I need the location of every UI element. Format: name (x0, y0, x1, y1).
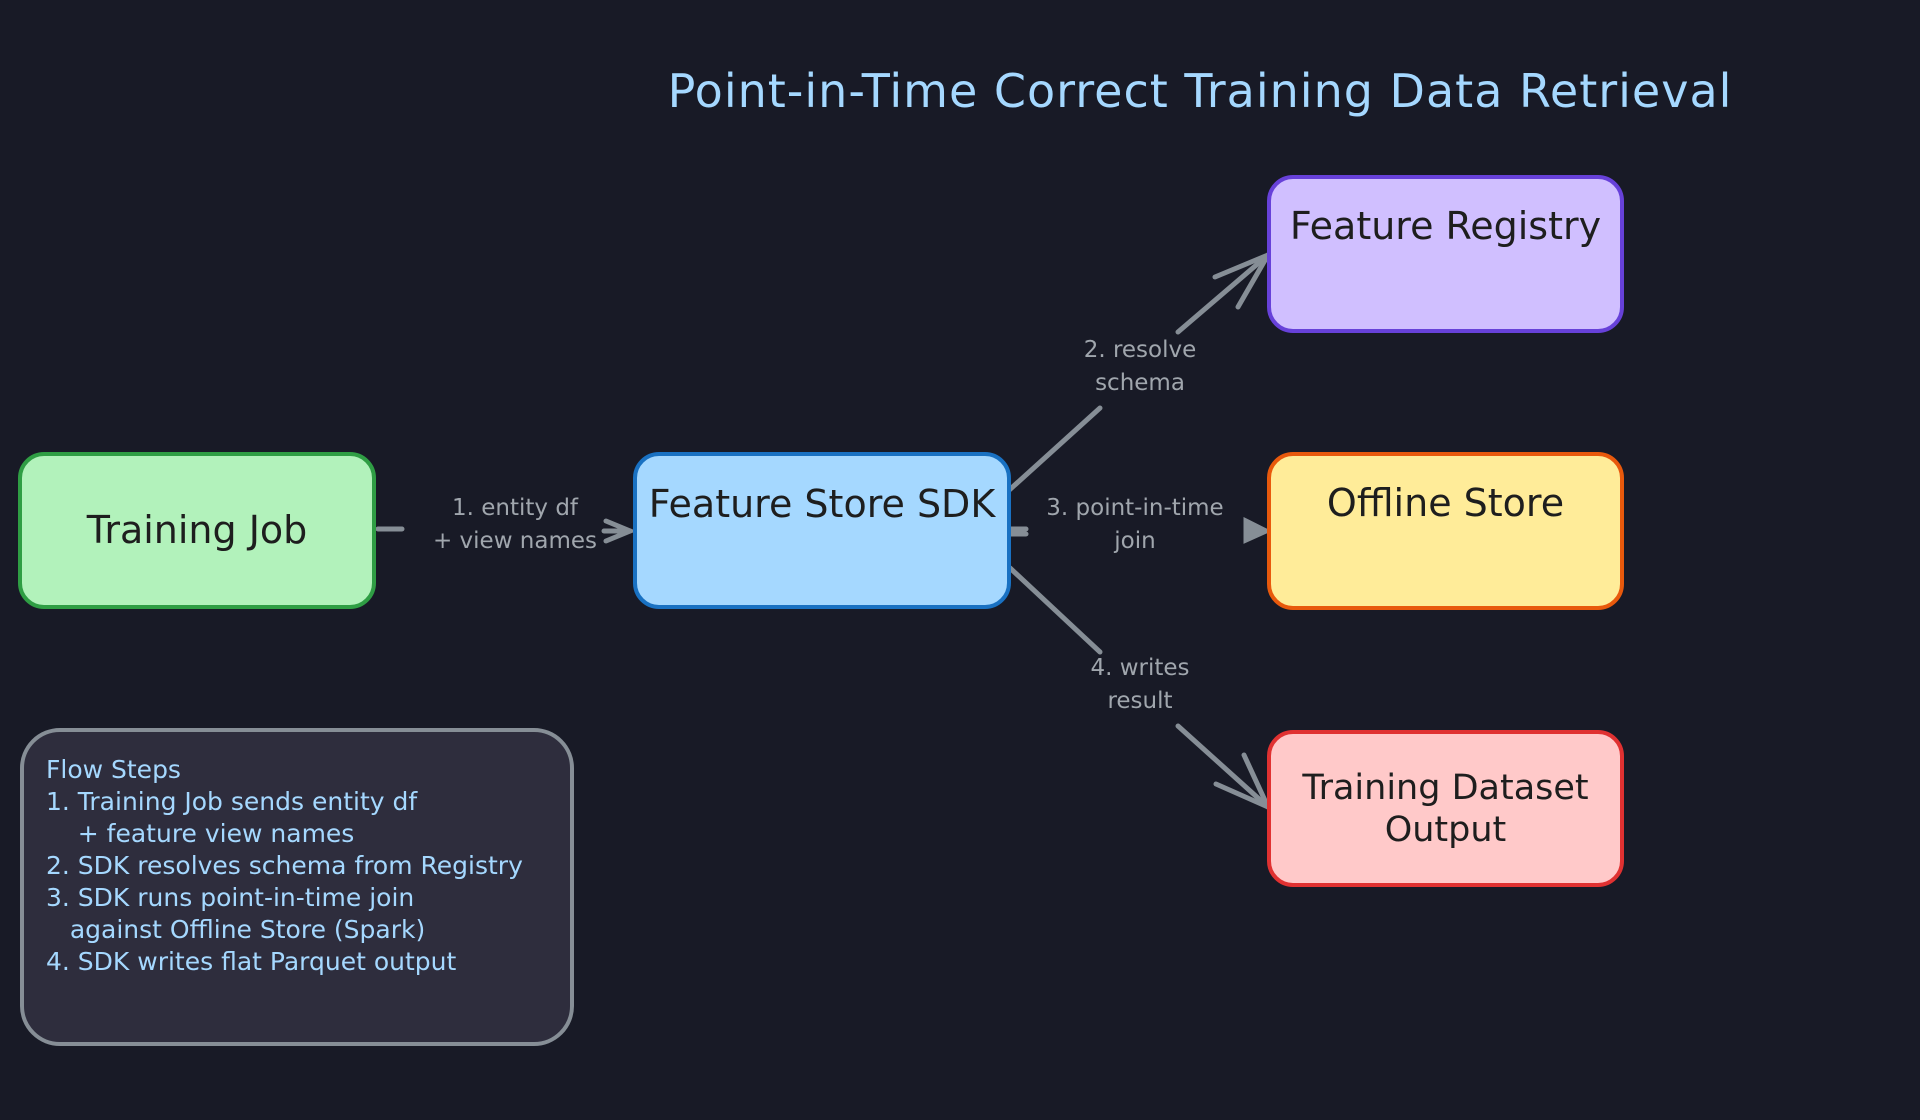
edge-label-3-line2: join (1114, 528, 1156, 554)
edge-label-3-line1: 3. point-in-time (1046, 495, 1224, 521)
node-output-label-line2: Output (1384, 809, 1507, 850)
flow-step-line: + feature view names (46, 819, 355, 848)
node-training-dataset-output[interactable]: Training Dataset Output (1267, 730, 1624, 887)
flow-step-line: 4. SDK writes flat Parquet output (46, 947, 457, 976)
edge-label-1-line1: 1. entity df (451, 495, 579, 521)
edge-label-3: 3. point-in-time join (1035, 492, 1235, 558)
flow-steps-heading: Flow Steps (46, 755, 181, 784)
edge-label-2: 2. resolve schema (1050, 334, 1230, 400)
flow-steps-note[interactable]: Flow Steps 1. Training Job sends entity … (20, 728, 574, 1046)
edge-label-2-line2: schema (1095, 370, 1185, 396)
edge-label-2-line1: 2. resolve (1083, 337, 1197, 363)
flow-step-line: 2. SDK resolves schema from Registry (46, 851, 523, 880)
node-feature-store-sdk-label: Feature Store SDK (648, 482, 996, 526)
edge-label-1-line2: + view names (432, 528, 598, 554)
node-feature-store-sdk[interactable]: Feature Store SDK (633, 452, 1011, 609)
node-training-dataset-output-label: Training Dataset Output (1302, 767, 1588, 851)
edge-label-4-line2: result (1107, 688, 1173, 714)
flow-step-line: 3. SDK runs point-in-time join (46, 883, 415, 912)
node-feature-registry-label: Feature Registry (1289, 204, 1602, 248)
edge-label-4-line1: 4. writes (1090, 655, 1190, 681)
diagram-title: Point-in-Time Correct Training Data Retr… (667, 64, 1733, 118)
edge-label-1: 1. entity df + view names (415, 492, 615, 558)
node-feature-registry[interactable]: Feature Registry (1267, 175, 1624, 333)
flow-step-line: against Offline Store (Spark) (46, 915, 426, 944)
edge-label-4: 4. writes result (1050, 652, 1230, 718)
node-offline-store[interactable]: Offline Store (1267, 452, 1624, 610)
flow-step-line: 1. Training Job sends entity df (46, 787, 418, 816)
node-training-job[interactable]: Training Job (18, 452, 376, 609)
node-output-label-line1: Training Dataset (1302, 767, 1589, 808)
node-offline-store-label: Offline Store (1326, 481, 1565, 525)
node-training-job-label: Training Job (86, 507, 308, 552)
